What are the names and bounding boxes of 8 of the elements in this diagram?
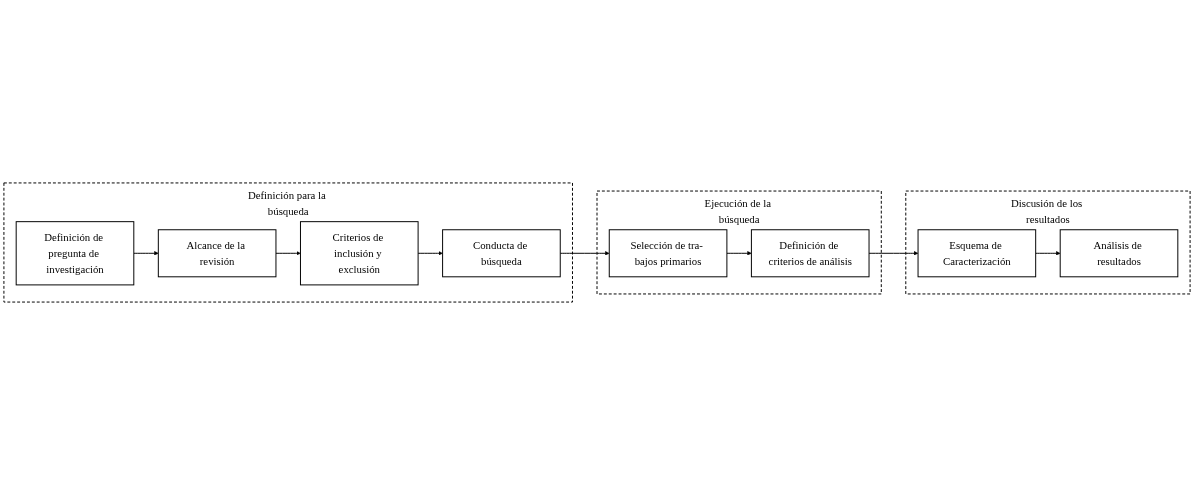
node-box: Criterios de inclusión y exclusión <box>299 221 419 286</box>
node-box: Definición de criterios de análisis <box>750 229 870 278</box>
node-box: Conducta de búsqueda <box>442 229 561 278</box>
node-box: Selección de tra- bajos primarios <box>608 229 728 278</box>
node-box: Alcance de la revisión <box>157 229 277 278</box>
node-box: Análisis de resultados <box>1059 229 1179 278</box>
node-box: Definición de pregunta de investigación <box>15 221 135 286</box>
node-box: Esquema de Caracterización <box>917 229 1037 278</box>
